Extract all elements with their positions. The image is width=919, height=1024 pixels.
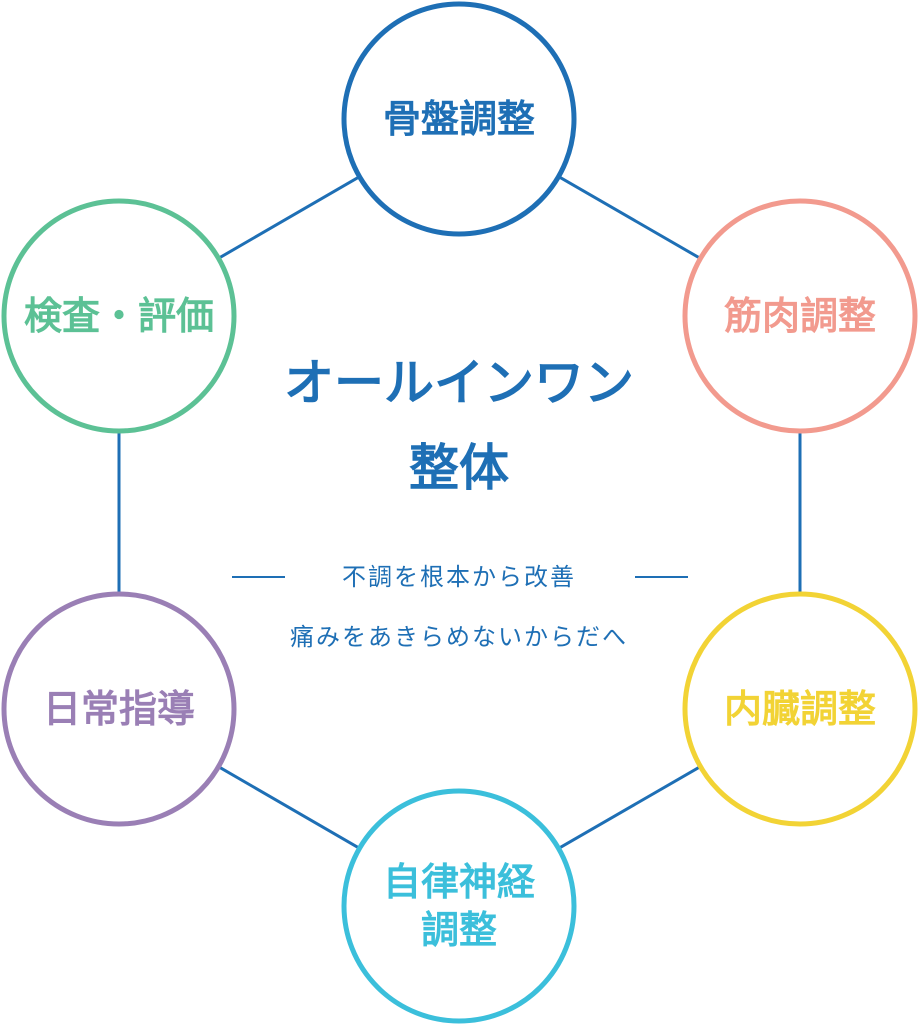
node-circle-muscle [682,198,918,434]
center-subtitle: 不調を根本から改善 [342,563,576,591]
node-label-muscle: 筋肉調整 [724,294,876,338]
connector-pelvis-muscle [557,175,702,260]
node-label-daily: 日常指導 [43,687,195,731]
node-label-organ: 内臓調整 [724,687,876,731]
node-label-pelvis: 骨盤調整 [383,97,535,141]
node-label-exam: 検査・評価 [24,294,214,338]
connector-autonomic-daily [217,765,361,850]
connector-organ-autonomic [557,765,702,850]
connector-exam-pelvis [217,175,361,260]
node-pelvis: 骨盤調整 [341,1,577,237]
connector-lines [117,175,802,850]
node-label-autonomic-line1: 自律神経 [383,860,536,904]
node-label-autonomic-line2: 調整 [421,908,497,952]
node-circle-autonomic [341,788,577,1024]
node-circle-organ [682,591,918,827]
node-circle-daily [1,591,237,827]
node-daily: 日常指導 [1,591,237,827]
center-tagline: 痛みをあきらめないからだへ [290,623,628,651]
node-circle-exam [1,198,237,434]
node-muscle: 筋肉調整 [682,198,918,434]
center-title-line1: オールインワン [284,354,634,412]
center-title-line2: 整体 [409,439,509,497]
center-content: オールインワン 整体 不調を根本から改善 痛みをあきらめないからだへ [232,354,688,651]
node-exam: 検査・評価 [1,198,237,434]
node-circle-pelvis [341,1,577,237]
node-organ: 内臓調整 [682,591,918,827]
